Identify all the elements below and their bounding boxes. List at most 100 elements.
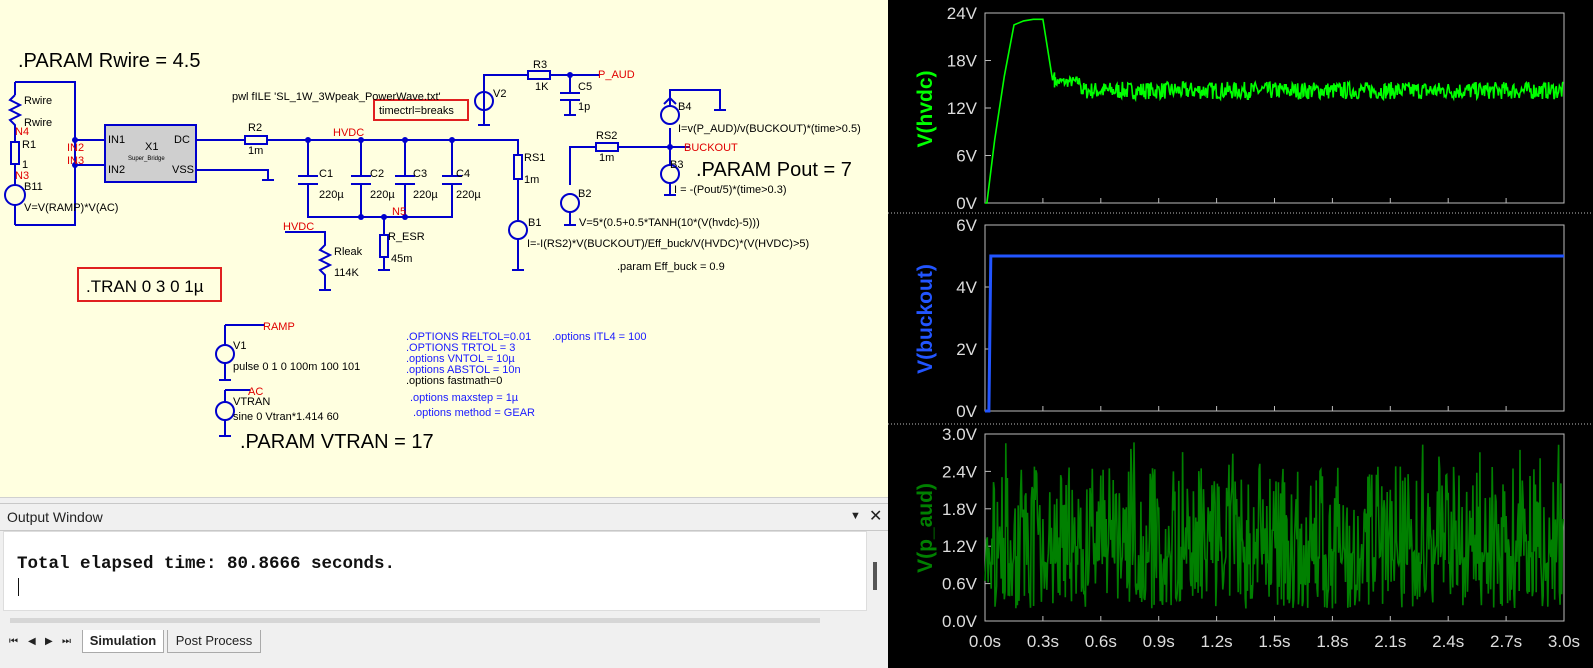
x-tick-label: 0.3s [1027,632,1059,651]
net-ramp: RAMP [263,321,295,333]
option-line[interactable]: .OPTIONS TRTOL = 3 [406,342,515,354]
label-rleak-value: 114K [334,267,360,279]
x-tick-label: 2.1s [1374,632,1406,651]
option-line[interactable]: .options ABSTOL = 10n [406,364,521,376]
net-hvdc: HVDC [333,127,364,139]
pane-frame-hvdc [984,12,1565,204]
trace-vp_aud[interactable] [984,442,1564,609]
timectrl-text[interactable]: timectrl=breaks [379,105,454,117]
close-icon[interactable]: ✕ [869,508,883,525]
label-r1-value: 1 [22,159,28,171]
schematic-editor[interactable]: .PARAM Rwire = 4.5 .PARAM Pout = 7 .PARA… [0,0,888,497]
label-rs2-value: 1m [599,152,614,164]
ylabel-buckout: V(buckout) [914,264,937,374]
b4-expr[interactable]: I=v(P_AUD)/v(BUCKOUT)*(time>0.5) [678,123,861,135]
opt-method[interactable]: .options method = GEAR [413,407,535,419]
b2-expr[interactable]: V=5*(0.5+0.5*TANH(10*(V(hvdc)-5))) [579,217,760,229]
y-tick-label: 0.6V [942,575,978,594]
option-line[interactable]: .options VNTOL = 10µ [406,353,515,365]
label-rwire: Rwire [24,95,52,107]
scrollbar-thumb[interactable] [873,562,877,590]
output-text-area[interactable]: Total elapsed time: 80.8666 seconds. [3,531,867,611]
label-v1: V1 [233,340,246,352]
label-c1: C1 [319,168,333,180]
x-tick-label: 0.0s [969,632,1001,651]
junction-dots [72,72,673,220]
b3-expr[interactable]: I = -(Pout/5)*(time>0.3) [674,184,787,196]
option-line[interactable]: .OPTIONS RELTOL=0.01 [406,331,531,343]
y-tick-label: 2V [956,340,977,359]
ylabel-paud: V(p_aud) [914,483,937,573]
param-rwire[interactable]: .PARAM Rwire = 4.5 [18,50,200,72]
b11-expr[interactable]: V=V(RAMP)*V(AC) [24,202,118,214]
horizontal-scrollbar[interactable] [0,614,888,628]
y-tick-label: 6V [956,216,977,235]
label-x1: X1 [145,141,158,153]
label-rs1-value: 1m [524,174,539,186]
prev-tab-icon[interactable]: ◀ [28,636,36,647]
b1-expr[interactable]: I=-I(RS2)*V(BUCKOUT)/Eff_buck/V(HVDC)*(V… [527,238,809,250]
last-tab-icon[interactable]: ⏭ [62,636,71,647]
y-tick-label: 1.8V [942,500,978,519]
splitter[interactable] [0,497,888,504]
tran-directive[interactable]: .TRAN 0 3 0 1µ [86,277,204,296]
scrollbar-thumb[interactable] [10,618,820,623]
trace-vhvdc[interactable] [985,18,1564,204]
pin-vss: VSS [172,164,194,176]
y-tick-label: 0V [956,194,977,213]
pin-in1: IN1 [108,134,125,146]
net-ac: AC [248,386,263,398]
v1-source[interactable]: pulse 0 1 0 100m 100 101 [233,361,360,373]
label-r2: R2 [248,122,262,134]
chevron-down-icon[interactable]: ▼ [850,510,861,522]
vertical-scrollbar[interactable] [869,559,883,609]
pwl-file[interactable]: pwl fILE 'SL_1W_3Wpeak_PowerWave.txt' [232,91,441,103]
text-cursor [18,578,19,596]
y-tick-label: 6V [956,147,977,166]
label-subckt: Super_Bridge [128,156,165,162]
net-buckout: BUCKOUT [684,142,738,154]
param-vtran[interactable]: .PARAM VTRAN = 17 [240,431,434,453]
next-tab-icon[interactable]: ▶ [45,636,53,647]
label-c3-value: 220µ [413,189,438,201]
label-b4: B4 [678,101,691,113]
first-tab-icon[interactable]: ⏮ [9,636,18,647]
x-tick-label: 0.9s [1143,632,1175,651]
x-tick-label: 3.0s [1548,632,1580,651]
x-tick-label: 1.8s [1316,632,1348,651]
label-b3: B3 [670,159,683,171]
label-r3: R3 [533,59,547,71]
output-text: Total elapsed time: 80.8666 seconds. [17,554,396,574]
opt-itl4[interactable]: .options ITL4 = 100 [552,331,646,343]
label-r1: R1 [22,139,36,151]
net-in3: IN3 [67,155,84,167]
label-rs1: RS1 [524,152,545,164]
net-hvdc-2: HVDC [283,221,314,233]
label-rwire-value: Rwire [24,117,52,129]
label-c2-value: 220µ [370,189,395,201]
label-b2: B2 [578,188,591,200]
label-c4: C4 [456,168,470,180]
tab-post-process[interactable]: Post Process [167,630,261,653]
y-tick-label: 2.4V [942,462,978,481]
pane-frame-buckout [984,224,1565,412]
opt-maxstep[interactable]: .options maxstep = 1µ [410,392,519,404]
tab-simulation[interactable]: Simulation [82,630,164,653]
label-c2: C2 [370,168,384,180]
param-pout[interactable]: .PARAM Pout = 7 [696,159,852,181]
x-tick-label: 1.5s [1258,632,1290,651]
trace-vbuckout[interactable] [985,254,1564,413]
schematic-canvas[interactable]: .PARAM Rwire = 4.5 .PARAM Pout = 7 .PARA… [0,0,888,497]
pin-in2: IN2 [108,164,125,176]
label-vtran: VTRAN [233,396,270,408]
param-eff[interactable]: .param Eff_buck = 0.9 [617,261,725,273]
x1-block[interactable] [104,124,197,183]
tran-highlight [77,267,222,302]
schematic-wires [4,70,726,437]
opt-fastmath[interactable]: .options fastmath=0 [406,375,502,387]
x-tick-label: 0.6s [1085,632,1117,651]
net-in2: IN2 [67,142,84,154]
x-tick-label: 2.7s [1490,632,1522,651]
vtran-source[interactable]: sine 0 Vtran*1.414 60 [233,411,339,423]
